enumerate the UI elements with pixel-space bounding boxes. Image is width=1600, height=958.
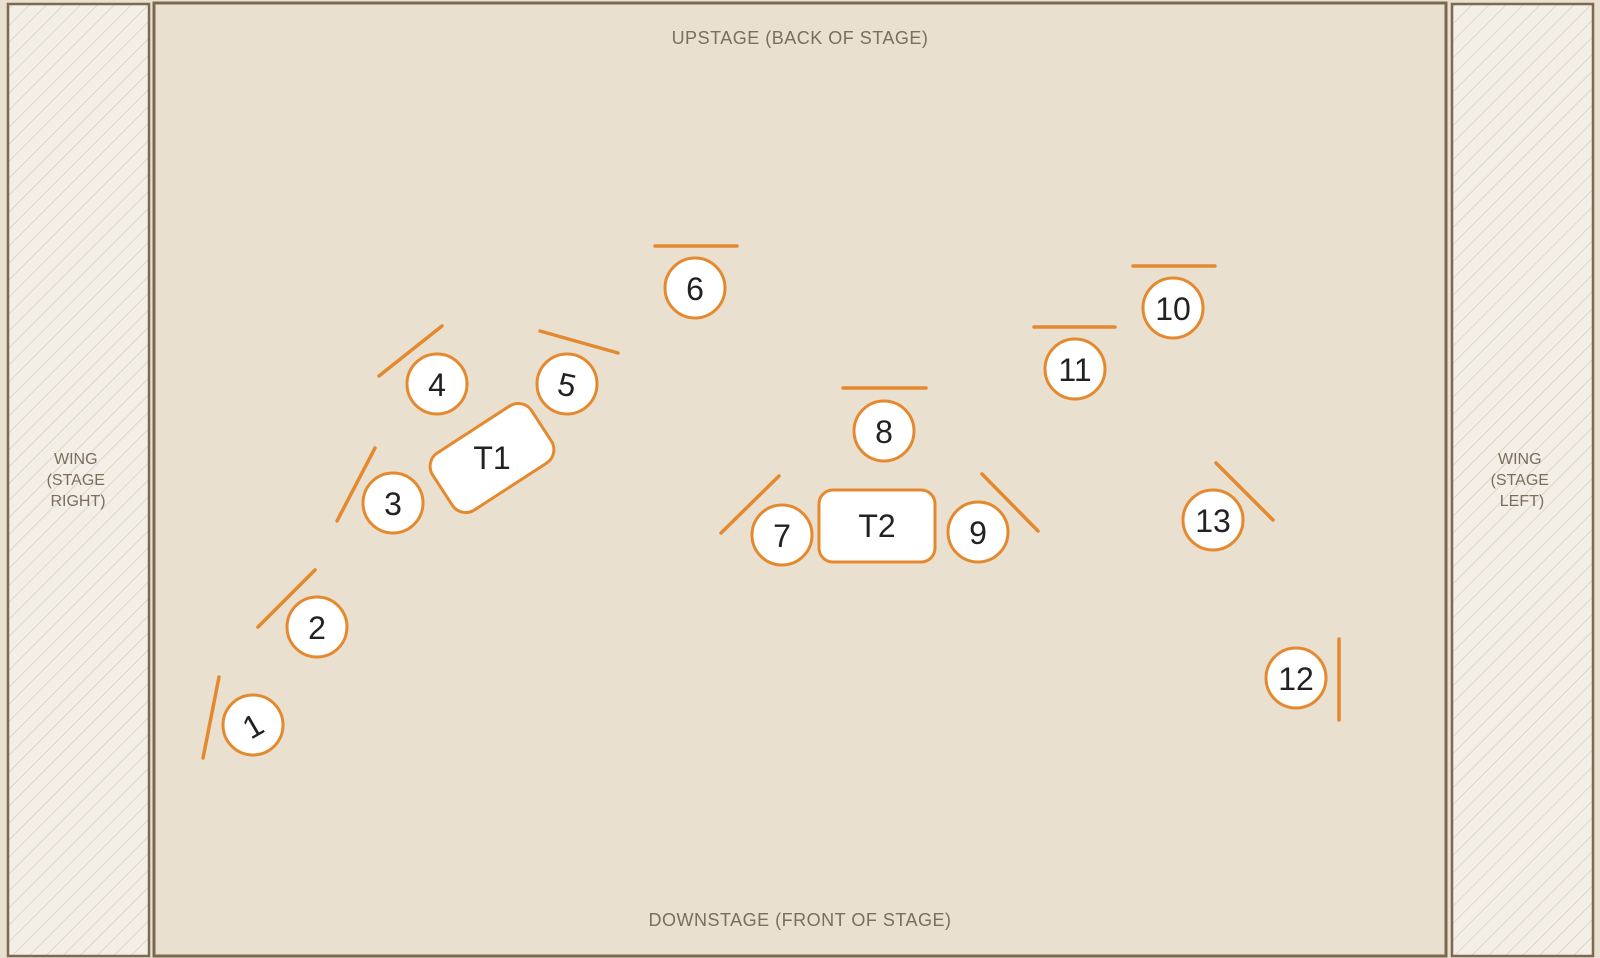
seat-6-number: 6 (686, 271, 704, 307)
seat-2-chair-back (256, 568, 317, 629)
downstage-label: DOWNSTAGE (FRONT OF STAGE) (649, 910, 952, 930)
seat-1[interactable]: 1 (201, 675, 285, 760)
seat-7[interactable]: 7 (719, 474, 814, 567)
table-t2-shape (817, 488, 937, 564)
table-t1-label: T1 (473, 440, 510, 476)
seat-2-number: 2 (308, 610, 326, 646)
upstage-label: UPSTAGE (BACK OF STAGE) (672, 28, 929, 48)
seat-11-number: 11 (1058, 352, 1091, 388)
seat-12-marker (1264, 646, 1328, 710)
seat-5-marker (535, 352, 599, 416)
seat-12-number: 12 (1278, 661, 1314, 697)
seat-10-number: 10 (1155, 291, 1191, 327)
seat-4-marker (405, 352, 469, 416)
seat-7-marker (750, 503, 814, 567)
seat-9-number: 9 (969, 515, 987, 551)
seat-13[interactable]: 13 (1181, 461, 1275, 552)
seat-4-chair-back (377, 324, 444, 378)
seat-9-chair-back (980, 472, 1040, 533)
table-t1[interactable]: T1 (424, 397, 560, 518)
seat-1-chair-back (201, 675, 221, 760)
seat-5[interactable]: 5 (535, 329, 620, 416)
seat-10-marker (1141, 276, 1205, 340)
seat-8[interactable]: 8 (841, 386, 928, 463)
seat-3[interactable]: 3 (335, 446, 425, 535)
seat-7-number: 7 (773, 518, 791, 554)
seat-2[interactable]: 2 (256, 568, 349, 659)
wing-stage-right: WING (STAGE RIGHT) (6, 2, 151, 958)
wing-stage-right-label: WING (STAGE RIGHT) (47, 451, 110, 510)
wing-stage-left: WING (STAGE LEFT) (1450, 2, 1595, 958)
wing-stage-left-label: WING (STAGE LEFT) (1491, 451, 1554, 510)
seat-10[interactable]: 10 (1131, 264, 1217, 340)
seat-6-marker (663, 256, 727, 320)
seat-13-chair-back (1214, 461, 1275, 522)
seat-9-marker (946, 500, 1010, 564)
wing-stage-left-area (1450, 2, 1595, 958)
seat-4-number: 4 (428, 367, 446, 403)
seat-3-chair-back (335, 446, 377, 523)
seat-6[interactable]: 6 (653, 244, 739, 320)
seat-13-marker (1181, 488, 1245, 552)
seat-8-marker (852, 399, 916, 463)
seat-8-number: 8 (875, 414, 893, 450)
table-t2-label: T2 (858, 508, 895, 544)
seat-3-number: 3 (384, 486, 402, 522)
seat-11-marker (1043, 337, 1107, 401)
seat-11[interactable]: 11 (1032, 325, 1117, 401)
seat-2-marker (285, 595, 349, 659)
seat-1-marker (221, 693, 285, 757)
table-t2[interactable]: T2 (817, 488, 937, 564)
seat-4[interactable]: 4 (377, 324, 469, 416)
seat-12[interactable]: 12 (1264, 637, 1341, 722)
seat-5-chair-back (538, 329, 620, 355)
seat-3-marker (361, 471, 425, 535)
seat-7-chair-back (719, 474, 781, 535)
seat-9[interactable]: 9 (946, 472, 1040, 564)
seat-13-number: 13 (1195, 503, 1231, 539)
stage-outline (152, 1, 1448, 958)
wing-stage-right-area (6, 2, 151, 958)
table-t1-shape (428, 401, 556, 515)
